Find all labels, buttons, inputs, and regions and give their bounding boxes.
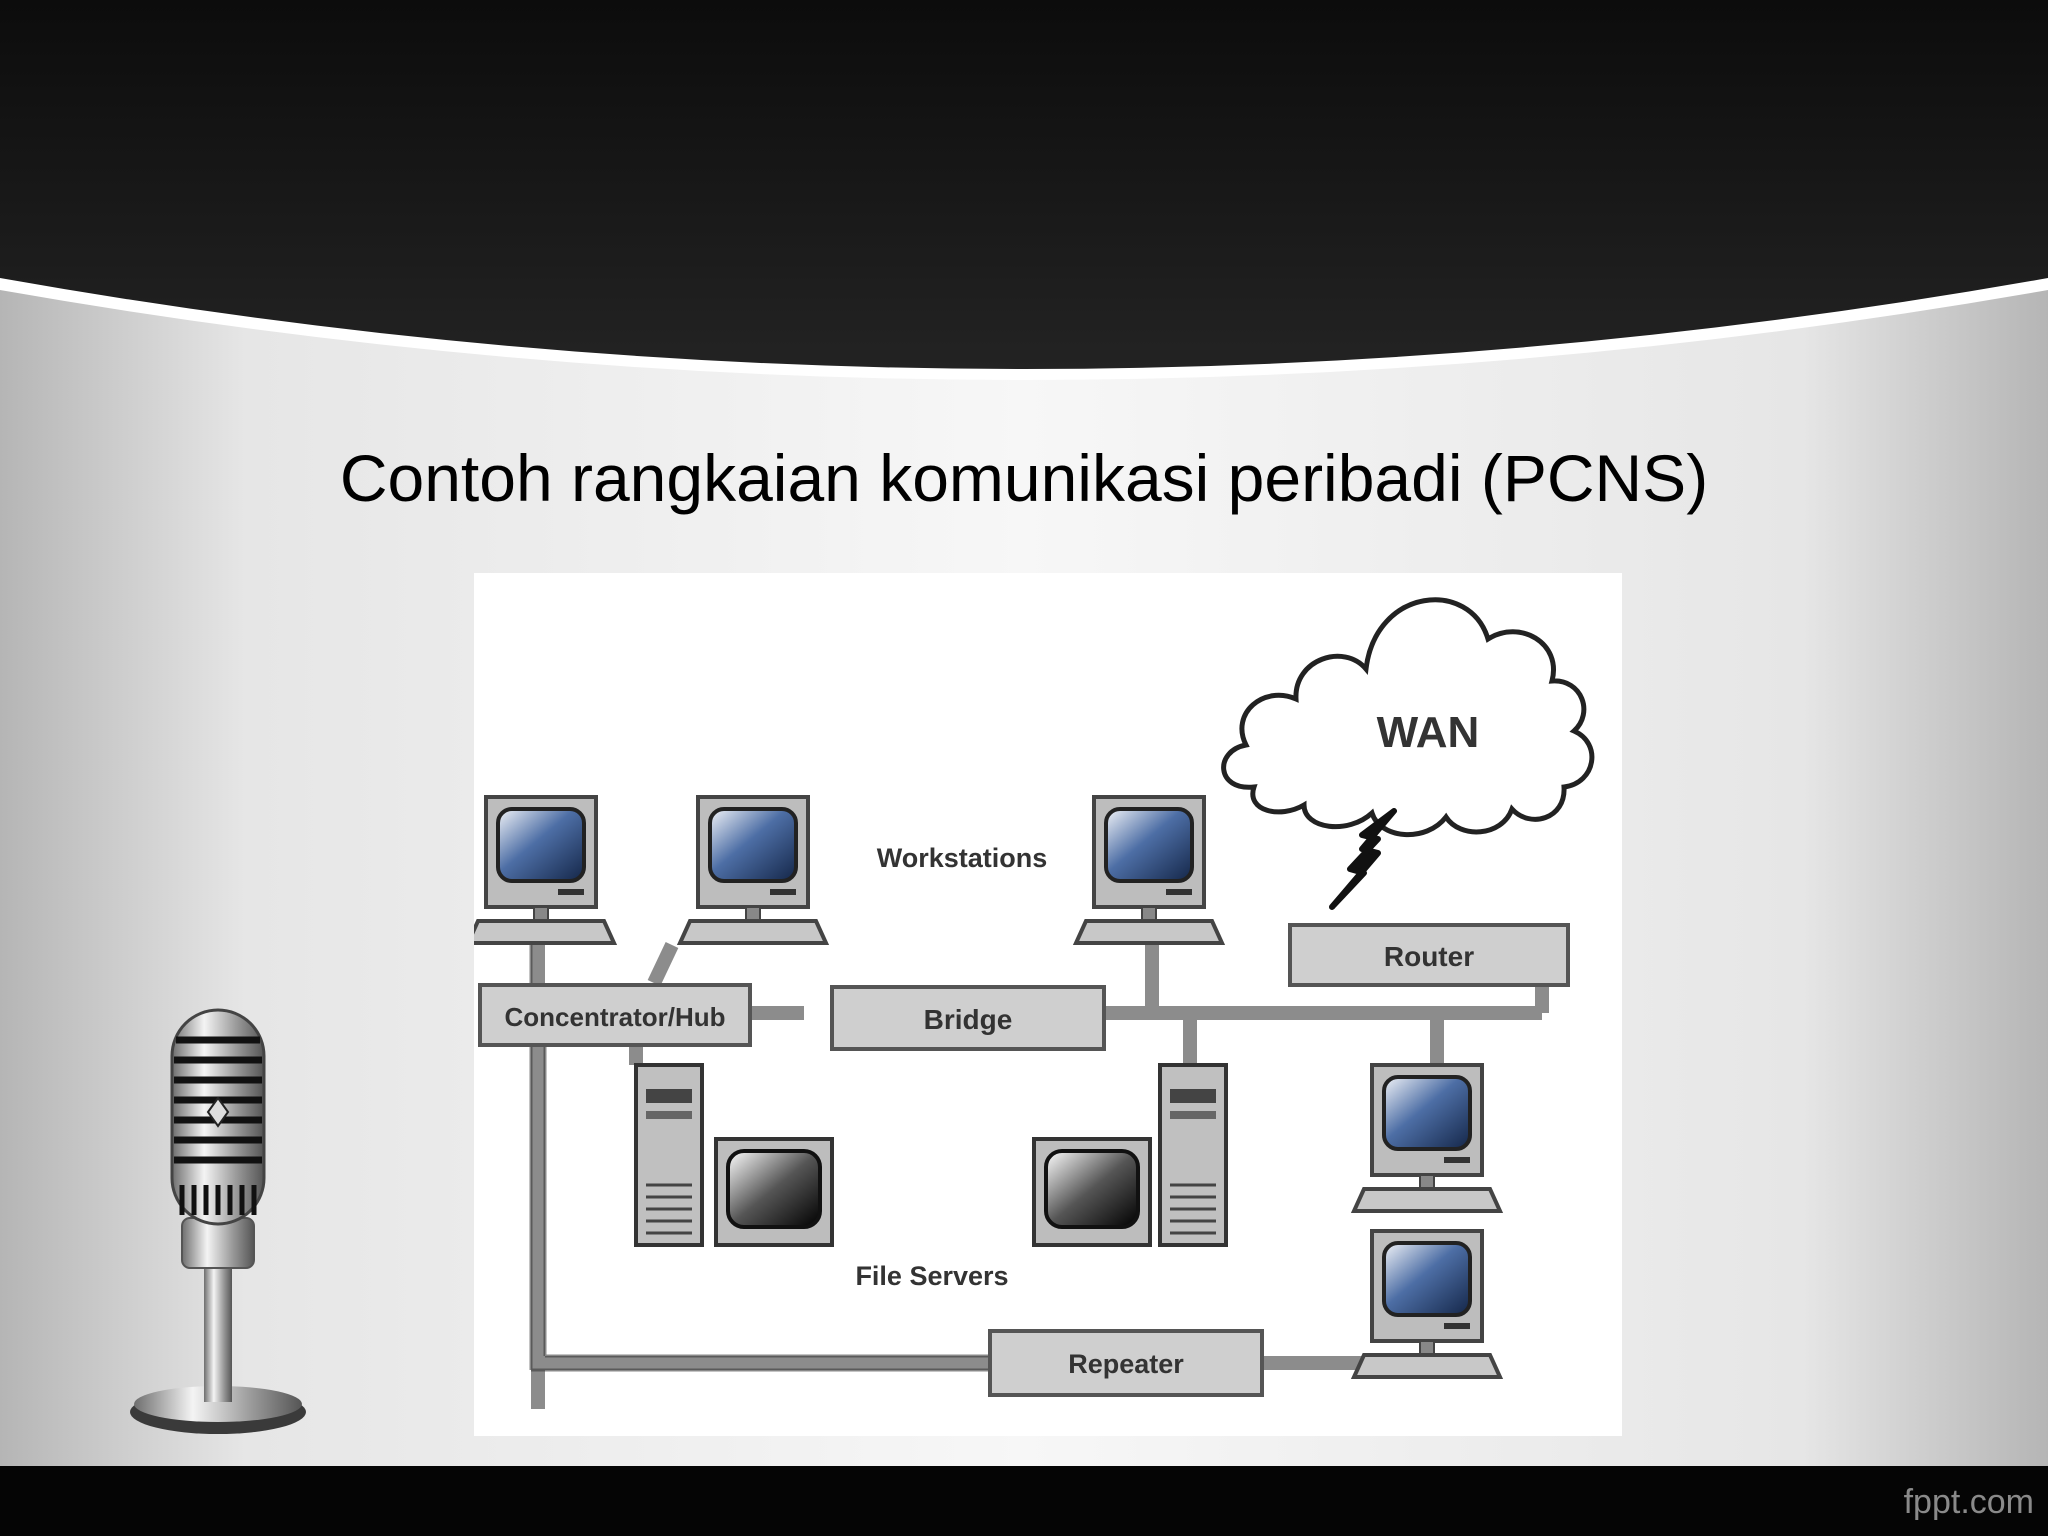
- workstation-icon: [1074, 795, 1224, 945]
- lightning-icon: [1329, 808, 1397, 910]
- wan-label: WAN: [1377, 708, 1480, 757]
- brand-watermark: fppt.com: [1903, 1483, 2034, 1521]
- router-label: Router: [1384, 941, 1474, 972]
- hub-label: Concentrator/Hub: [505, 1002, 726, 1032]
- network-cables: [531, 942, 1549, 1409]
- workstations-label: Workstations: [877, 843, 1048, 873]
- cloud-icon: [1221, 597, 1595, 838]
- repeater-label: Repeater: [1068, 1349, 1184, 1379]
- footer-bar: [0, 1466, 2048, 1536]
- server-icon: [1158, 1063, 1228, 1247]
- slide-title: Contoh rangkaian komunikasi peribadi (PC…: [339, 441, 1709, 515]
- workstation-icon: [1352, 1229, 1502, 1379]
- workstation-icon: [1352, 1063, 1502, 1213]
- workstation-icon: [474, 795, 616, 945]
- workstation-icon: [678, 795, 828, 945]
- bridge-label: Bridge: [924, 1004, 1013, 1035]
- repeater-box: [988, 1329, 1264, 1397]
- hub-box: [478, 983, 752, 1047]
- microphone-icon: [130, 1008, 306, 1434]
- network-diagram: WAN Router Workstations Concentrator/Hub…: [474, 573, 1622, 1436]
- bridge-box: [830, 985, 1106, 1051]
- file-servers-label: File Servers: [855, 1261, 1008, 1291]
- server-monitor-icon: [714, 1137, 834, 1247]
- server-icon: [634, 1063, 704, 1247]
- router-box: [1288, 923, 1570, 987]
- server-monitor-icon: [1032, 1137, 1152, 1247]
